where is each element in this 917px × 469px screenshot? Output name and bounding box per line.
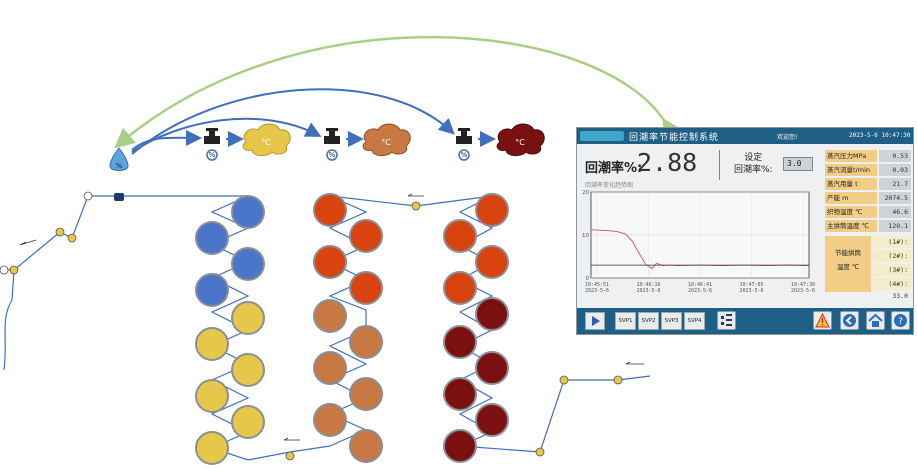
zone-row-4: (4#): 33.0 [873, 278, 911, 300]
setting-label-line1: 设定 [744, 153, 763, 163]
back-icon[interactable] [840, 311, 859, 330]
param-value-main-cylinder-temp: 120.1 [879, 220, 911, 232]
y-tick-label: 20 [582, 190, 589, 196]
steam-valve-icon: % [204, 128, 220, 161]
param-label-steam-flow: 蒸汽流量t/min [825, 164, 877, 176]
water-drop-icon: % [109, 147, 129, 171]
steam-valve-icon: % [456, 128, 472, 161]
trend-chart: 2010010:45:512023-5-610:46:162023-5-610:… [582, 190, 815, 294]
home-icon[interactable] [866, 311, 885, 330]
moisture-sensor [114, 193, 124, 201]
alarm-icon[interactable] [813, 311, 832, 330]
divider [719, 150, 720, 180]
x-tick-time: 10:47:05 [739, 282, 763, 288]
svp3-button[interactable]: SVP3 [661, 312, 682, 330]
setting-label-line2: 回潮率%: [734, 165, 773, 175]
param-value-capacity: 2074.5 [879, 192, 911, 204]
x-tick-date: 2023-5-6 [739, 288, 763, 294]
x-tick-time: 10:46:41 [688, 282, 712, 288]
control-arrow-3 [131, 88, 455, 155]
zone-row-2: (2#): 90.5 [873, 250, 911, 272]
guide-rollers [0, 191, 623, 461]
control-arrow-1 [131, 129, 202, 151]
setting-label: 设定 回潮率%: [734, 152, 773, 176]
zone-label-line2: 温度 ℃ [836, 263, 860, 271]
zone-unit-3: °C [515, 138, 525, 147]
y-tick-label: 0 [586, 276, 590, 282]
zone-unit-1: °C [261, 138, 271, 147]
play-icon[interactable] [585, 312, 605, 330]
param-label-fabric-temp: 织物温度 ℃ [825, 206, 877, 218]
panel-titlebar: 回潮率节能控制系统 欢迎您! 2023-5-6 10:47:30 [577, 128, 913, 144]
param-value-fabric-temp: 46.6 [879, 206, 911, 218]
help-icon[interactable]: ? [891, 311, 910, 330]
valve-symbol-2: % [329, 151, 336, 159]
x-tick-time: 10:45:51 [585, 282, 609, 288]
toolbar: SVP1 SVP2 SVP3 SVP4 ? [577, 308, 913, 334]
x-tick-date: 2023-5-6 [636, 288, 660, 294]
x-tick-time: 10:46:16 [636, 282, 660, 288]
param-label-steam-pressure: 蒸汽压力MPa [825, 150, 877, 162]
setting-value-input[interactable]: 3.0 [783, 157, 813, 171]
zone-label-line1: 节能烘筒 [835, 249, 861, 257]
svp2-button[interactable]: SVP2 [638, 312, 659, 330]
svp4-button[interactable]: SVP4 [684, 312, 705, 330]
param-label-steam-usage: 蒸汽用量 t [825, 178, 877, 190]
valve-symbol-1: % [209, 151, 216, 159]
rate-value: 2.88 [637, 148, 698, 177]
steam-cloud-icon: °C [496, 123, 545, 157]
param-label-main-cylinder-temp: 主烘筒温度 ℃ [825, 220, 877, 232]
svg-text:?: ? [898, 317, 903, 327]
param-label-capacity: 产能 m [825, 192, 877, 204]
source-symbol: % [116, 162, 123, 170]
steam-cloud-icon: °C [242, 123, 291, 157]
panel-title: 回潮率节能控制系统 [629, 133, 720, 143]
zone-unit-2: °C [381, 138, 391, 147]
svp1-button[interactable]: SVP1 [615, 312, 636, 330]
zone-row-1: (1#): 110.2 [873, 236, 911, 258]
welcome-text: 欢迎您! [777, 134, 798, 141]
datetime: 2023-5-6 10:47:30 [849, 132, 911, 139]
chart-title: 回潮率变化趋势图 [585, 182, 634, 189]
zone-temp-label: 节能烘筒 温度 ℃ [825, 236, 871, 292]
x-tick-time: 10:47:30 [791, 282, 815, 288]
zone-row-3: (3#): 72.6 [873, 264, 911, 286]
list-icon[interactable] [717, 311, 736, 330]
x-tick-date: 2023-5-6 [585, 288, 609, 294]
x-tick-date: 2023-5-6 [791, 288, 815, 294]
logo [580, 131, 624, 141]
rate-label: 回潮率%: [585, 161, 643, 176]
control-arrow-2 [131, 117, 322, 153]
param-value-steam-usage: 21.7 [879, 178, 911, 190]
y-tick-label: 10 [582, 233, 589, 239]
drying-cylinders [195, 193, 509, 465]
steam-valve-icon: % [324, 128, 340, 161]
hmi-panel: 回潮率节能控制系统 欢迎您! 2023-5-6 10:47:30 回潮率%: 2… [576, 127, 914, 335]
direction-arrows [19, 193, 644, 441]
x-tick-date: 2023-5-6 [688, 288, 712, 294]
valve-symbol-3: % [461, 151, 468, 159]
param-value-steam-flow: 0.03 [879, 164, 911, 176]
steam-cloud-icon: °C [362, 123, 411, 157]
param-value-steam-pressure: 0.53 [879, 150, 911, 162]
feedback-arrow-icon [114, 35, 682, 149]
